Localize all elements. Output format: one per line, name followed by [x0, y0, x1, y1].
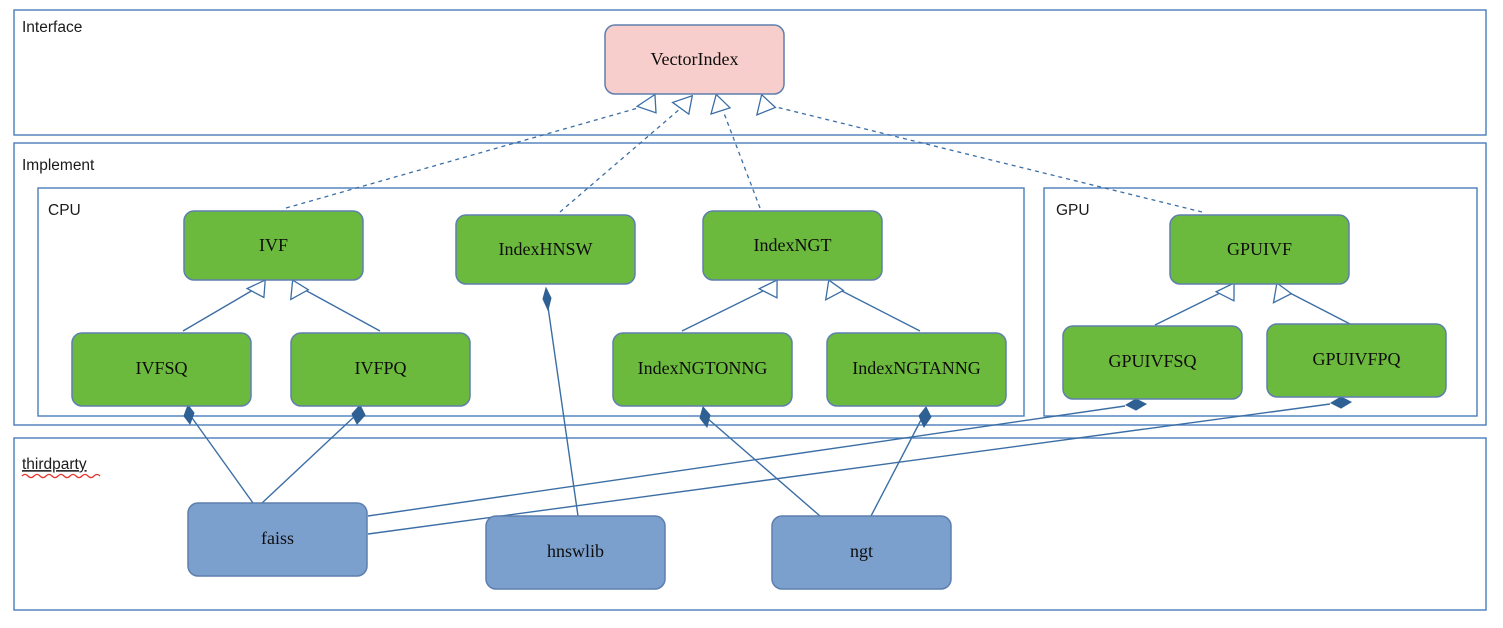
node-ivf-label: IVF — [259, 235, 288, 255]
arrowhead-hollow-triangle-icon — [1272, 281, 1293, 304]
arrowhead-hollow-triangle-icon — [1214, 281, 1235, 302]
node-gpuivf-rect[interactable] — [1169, 214, 1350, 285]
edge-group-composition — [183, 286, 1353, 535]
node-indexngt[interactable]: IndexNGT — [702, 210, 883, 281]
container-thirdparty-label: thirdparty — [22, 456, 87, 473]
node-vectorindex[interactable]: VectorIndex — [604, 24, 785, 95]
node-gpuivfpq[interactable]: GPUIVFPQ — [1266, 323, 1447, 398]
node-ivfpq-label: IVFPQ — [354, 358, 406, 378]
diamond-composition-icon — [542, 286, 552, 312]
edge-faiss-to-gpuivfsq — [367, 405, 1126, 517]
node-indexngtonng-label: IndexNGTONNG — [638, 358, 768, 378]
node-ngt[interactable]: ngt — [771, 515, 952, 590]
node-gpuivf[interactable]: GPUIVF — [1169, 214, 1350, 285]
edge-gpuivf-to-vectorindex — [771, 105, 1203, 213]
node-hnswlib-rect[interactable] — [485, 515, 666, 590]
edge-indexhnsw-to-vectorindex — [559, 107, 682, 213]
node-vectorindex-rect[interactable] — [604, 24, 785, 95]
node-indexngtanng[interactable]: IndexNGTANNG — [826, 332, 1007, 407]
diamond-composition-icon — [1124, 398, 1148, 411]
node-indexngtonng-rect[interactable] — [612, 332, 793, 407]
container-interface-label: Interface — [22, 19, 82, 36]
node-gpuivfpq-label: GPUIVFPQ — [1312, 349, 1400, 369]
edge-faiss-to-gpuivfpq — [367, 403, 1331, 535]
node-indexngtanng-rect[interactable] — [826, 332, 1007, 407]
node-gpuivf-label: GPUIVF — [1227, 239, 1292, 259]
arrowhead-hollow-triangle-icon — [290, 279, 310, 301]
arrowhead-hollow-triangle-icon — [755, 93, 777, 116]
node-ivfsq[interactable]: IVFSQ — [71, 332, 252, 407]
node-indexhnsw[interactable]: IndexHNSW — [455, 214, 636, 285]
edge-faiss-to-ivfsq — [189, 414, 254, 504]
node-hnswlib[interactable]: hnswlib — [485, 515, 666, 590]
node-ivfsq-label: IVFSQ — [135, 358, 187, 378]
arrowhead-hollow-triangle-icon — [824, 278, 845, 301]
node-vectorindex-label: VectorIndex — [651, 49, 739, 69]
node-indexhnsw-rect[interactable] — [455, 214, 636, 285]
edge-indexngt-to-vectorindex — [721, 107, 761, 209]
edge-group-generalization — [182, 278, 1351, 332]
edge-indexngtonng-to-indexngt — [681, 289, 766, 332]
node-ivfpq[interactable]: IVFPQ — [290, 332, 471, 407]
edge-ivf-to-vectorindex — [285, 105, 646, 209]
edge-ngt-to-indexngtanng — [870, 417, 923, 517]
node-ivf[interactable]: IVF — [183, 210, 364, 281]
node-ngt-rect[interactable] — [771, 515, 952, 590]
arrowhead-hollow-triangle-icon — [245, 278, 266, 299]
diamond-composition-icon — [1329, 396, 1353, 409]
edge-faiss-to-ivfpq — [261, 414, 357, 504]
edge-ngt-to-indexngtonng — [706, 417, 821, 517]
node-indexngtanng-label: IndexNGTANNG — [852, 358, 981, 378]
diamond-composition-icon — [699, 405, 711, 429]
edge-indexngtanng-to-indexngt — [839, 289, 921, 332]
container-implement-label: Implement — [22, 157, 95, 174]
node-indexngtonng[interactable]: IndexNGTONNG — [612, 332, 793, 407]
node-gpuivfsq-rect[interactable] — [1062, 325, 1243, 400]
container-gpu-label: GPU — [1056, 202, 1090, 219]
node-faiss[interactable]: faiss — [187, 502, 368, 577]
arrowhead-hollow-triangle-icon — [710, 93, 732, 115]
arrowhead-hollow-triangle-icon — [757, 278, 778, 299]
node-gpuivfpq-rect[interactable] — [1266, 323, 1447, 398]
arrowhead-hollow-triangle-icon — [671, 94, 694, 116]
spellcheck-squiggle-icon — [21, 473, 101, 479]
node-hnswlib-label: hnswlib — [547, 541, 604, 561]
edge-ivfsq-to-ivf — [182, 289, 254, 332]
node-ngt-label: ngt — [850, 541, 873, 561]
container-cpu-label: CPU — [48, 202, 81, 219]
node-indexngt-label: IndexNGT — [754, 235, 832, 255]
edge-gpuivfsq-to-gpuivf — [1154, 291, 1223, 326]
node-gpuivfsq-label: GPUIVFSQ — [1108, 351, 1196, 371]
diamond-composition-icon — [918, 406, 932, 429]
diamond-composition-icon — [351, 404, 366, 425]
node-indexngt-rect[interactable] — [702, 210, 883, 281]
node-indexhnsw-label: IndexHNSW — [499, 239, 593, 259]
edge-ivfpq-to-ivf — [304, 289, 381, 332]
edge-gpuivfpq-to-gpuivf — [1287, 291, 1351, 325]
diamond-composition-icon — [183, 403, 195, 426]
node-ivfsq-rect[interactable] — [71, 332, 252, 407]
arrowhead-hollow-triangle-icon — [635, 93, 657, 114]
node-faiss-label: faiss — [261, 528, 294, 548]
node-faiss-rect[interactable] — [187, 502, 368, 577]
edge-hnswlib-to-indexhnsw — [546, 299, 579, 517]
edge-group-realization — [285, 93, 1203, 213]
node-ivf-rect[interactable] — [183, 210, 364, 281]
node-gpuivfsq[interactable]: GPUIVFSQ — [1062, 325, 1243, 400]
node-ivfpq-rect[interactable] — [290, 332, 471, 407]
